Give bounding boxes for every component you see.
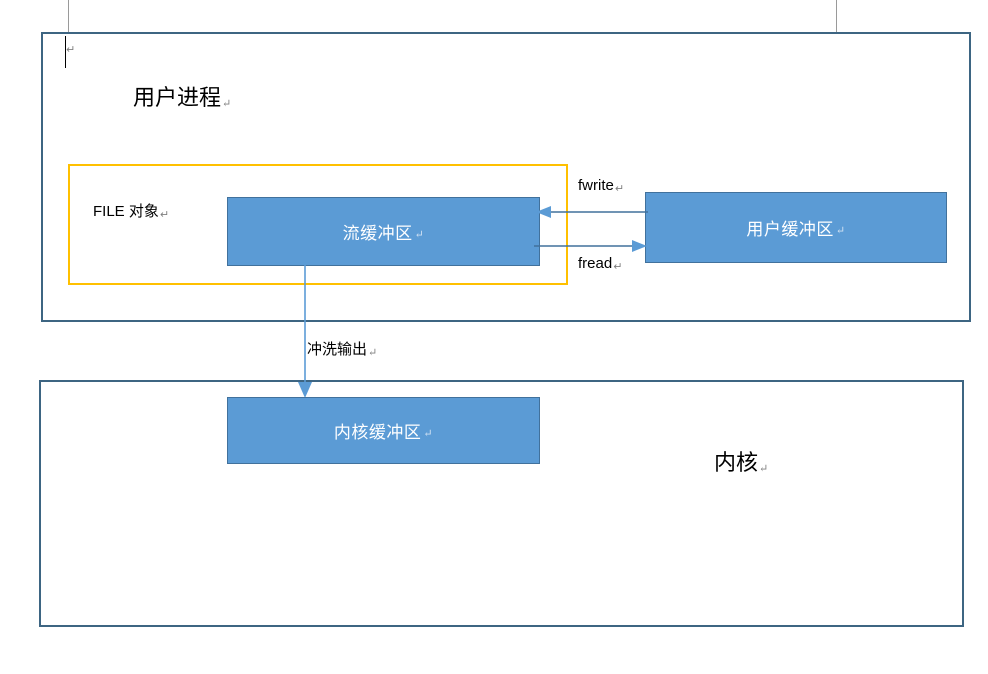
pilcrow-icon: ↵: [614, 183, 625, 195]
connector-label-fread: fread↵: [578, 255, 623, 273]
connector-label-fwrite: fwrite↵: [578, 177, 625, 195]
text-caret: [65, 36, 66, 68]
user-process-text: 用户进程: [133, 85, 222, 110]
connector-fread: [534, 237, 649, 255]
flush-text: 冲洗输出: [307, 342, 368, 358]
connector-label-flush: 冲洗输出↵: [307, 338, 377, 359]
connector-fwrite: [534, 203, 649, 221]
box-stream-buffer[interactable]: 流缓冲区↵: [227, 197, 540, 266]
box-user-buffer[interactable]: 用户缓冲区↵: [645, 192, 947, 263]
file-object-label: FILE 对象↵: [93, 200, 169, 221]
margin-guide-left: [68, 0, 69, 32]
box-kernel-buffer[interactable]: 内核缓冲区↵: [227, 397, 540, 464]
box-stream-buffer-label: 流缓冲区: [342, 224, 413, 243]
pilcrow-icon: ↵: [423, 428, 434, 440]
box-kernel-buffer-label: 内核缓冲区: [333, 423, 422, 442]
pilcrow-icon: ↵: [222, 98, 232, 110]
pilcrow-icon: ↵: [368, 347, 378, 359]
kernel-frame: [39, 380, 964, 627]
kernel-text: 内核: [714, 450, 759, 475]
fwrite-text: fwrite: [578, 177, 614, 194]
region-label-kernel: 内核↵: [714, 445, 768, 477]
pilcrow-icon: ↵: [613, 261, 623, 273]
pilcrow-icon: ↵: [835, 225, 846, 237]
box-user-buffer-label: 用户缓冲区: [746, 220, 834, 239]
connector-flush: [296, 265, 314, 399]
file-object-text: FILE 对象: [93, 203, 159, 220]
pilcrow-icon: ↵: [159, 209, 170, 221]
region-label-user-process: 用户进程↵: [133, 80, 231, 112]
margin-guide-right: [836, 0, 837, 32]
file-object-group: [68, 164, 568, 285]
pilcrow-icon: ↵: [759, 463, 769, 475]
user-process-frame: [41, 32, 971, 322]
pilcrow-icon: ↵: [414, 229, 425, 241]
caret-pilcrow-icon: ↵: [66, 44, 76, 56]
fread-text: fread: [578, 255, 613, 272]
